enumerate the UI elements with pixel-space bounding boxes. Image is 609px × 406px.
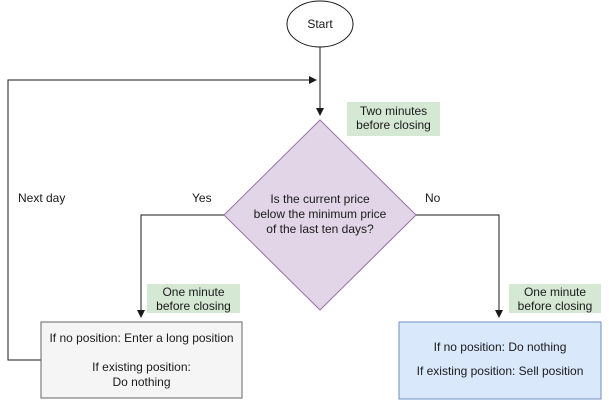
long-entry-line-1: If no position: Enter a long position [49, 331, 234, 345]
long-entry-box-text: If no position: Enter a long position If… [41, 331, 242, 390]
decision-text: Is the current price below the minimum p… [236, 192, 404, 237]
yes-label: Yes [192, 191, 212, 205]
long-entry-line-3: Do nothing [112, 375, 171, 389]
left-one-minute-note-line-2: before closing [156, 299, 231, 313]
right-one-minute-note: One minute before closing [509, 284, 601, 313]
two-minutes-note-line-2: before closing [356, 118, 431, 132]
long-entry-box [40, 321, 243, 399]
next-day-label: Next day [18, 191, 66, 205]
no-label: No [425, 191, 441, 205]
sell-position-line-2: If existing position: Sell position [416, 364, 584, 378]
decision-node [223, 119, 417, 311]
decision-line-2: below the minimum price [253, 207, 387, 221]
start-label: Start [307, 17, 333, 31]
left-one-minute-note-line-1: One minute [162, 285, 225, 299]
decision-line-3: of the last ten days? [266, 222, 374, 236]
decision-line-1: Is the current price [270, 192, 370, 206]
two-minutes-note-line-1: Two minutes [359, 104, 428, 118]
no-connector [416, 214, 503, 318]
next-day-connector [7, 76, 317, 361]
left-one-minute-note: One minute before closing [147, 284, 240, 313]
right-one-minute-note-line-2: before closing [517, 299, 593, 313]
sell-position-line-1: If no position: Do nothing [433, 340, 567, 354]
right-one-minute-note-line-1: One minute [523, 285, 587, 299]
sell-position-box [398, 321, 602, 400]
yes-connector [137, 214, 224, 318]
two-minutes-note: Two minutes before closing [347, 102, 440, 136]
sell-position-box-text: If no position: Do nothing If existing p… [399, 340, 601, 379]
long-entry-line-2: If existing position: [92, 360, 191, 374]
